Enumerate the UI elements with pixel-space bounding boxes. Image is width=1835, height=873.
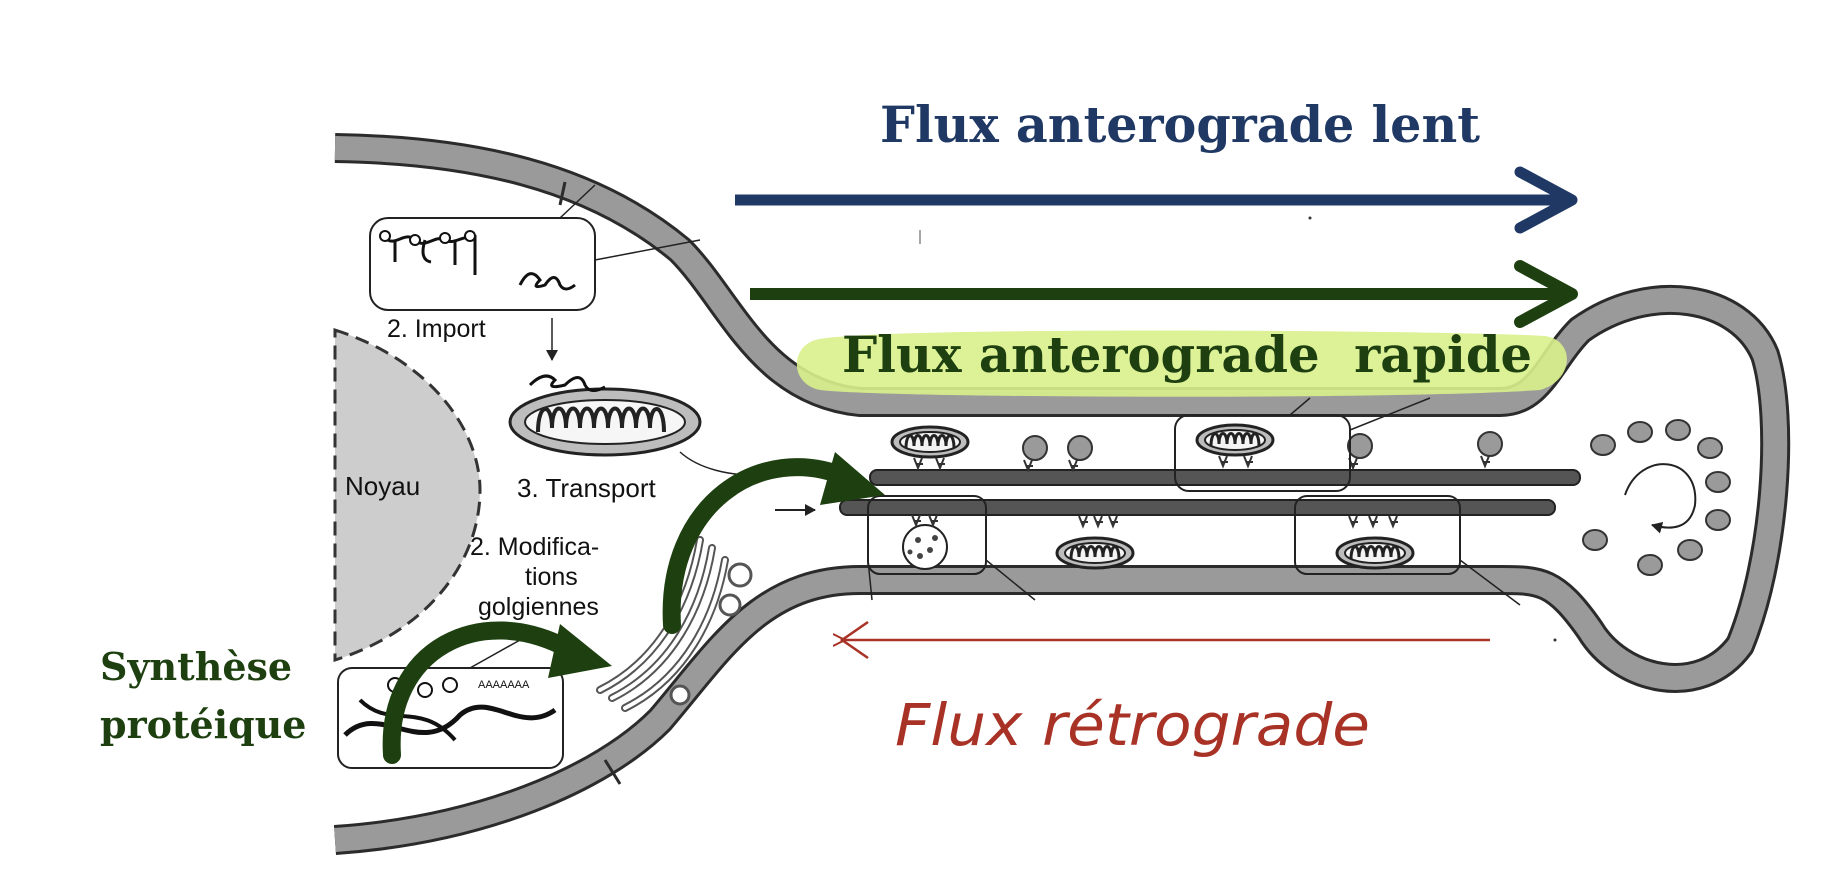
import-inset: 2. Import: [369, 184, 701, 361]
nucleus: Noyau: [333, 327, 482, 663]
mitochondrion-icon: [508, 374, 702, 457]
nucleus-label: Noyau: [345, 471, 420, 501]
synthese-label-line2: protéique: [100, 702, 306, 747]
mitochondrion-icon: [1174, 397, 1431, 492]
microtubules: [839, 469, 1581, 516]
flux-rapide-highlight: [796, 330, 1567, 397]
vesicle-icon: [1582, 419, 1731, 576]
transport-label: 3. Transport: [517, 473, 657, 503]
flux-rapide-arrow: [750, 260, 1578, 328]
golgi-label-line2: tions: [525, 563, 578, 591]
golgi-label-line1: 2. Modifica-: [470, 533, 599, 561]
mitochondrion-icon: [1055, 515, 1135, 570]
synthesis-to-golgi-arrow: [382, 621, 612, 764]
golgi-label-line3: golgiennes: [478, 593, 599, 621]
mitochondrion-icon: [1294, 495, 1521, 606]
lysosome-icon: [867, 495, 1036, 601]
flux-retrograde-arrow: [842, 620, 1490, 660]
flux-retrograde-label: Flux rétrograde: [895, 691, 1370, 759]
flux-lent-arrow: [735, 166, 1578, 234]
golgi-icon: [596, 536, 753, 712]
neuron-membrane: [333, 133, 1791, 855]
synthese-label-line1: Synthèse: [100, 644, 292, 689]
flux-rapide-label: Flux anterograde rapide: [842, 325, 1532, 384]
polya-label: AAAAAAA: [478, 679, 530, 691]
golgi-to-axon-arrow: [662, 452, 885, 634]
flux-lent-label: Flux anterograde lent: [880, 95, 1480, 154]
mitochondrion-icon: [890, 425, 970, 469]
import-label: 2. Import: [387, 315, 486, 343]
